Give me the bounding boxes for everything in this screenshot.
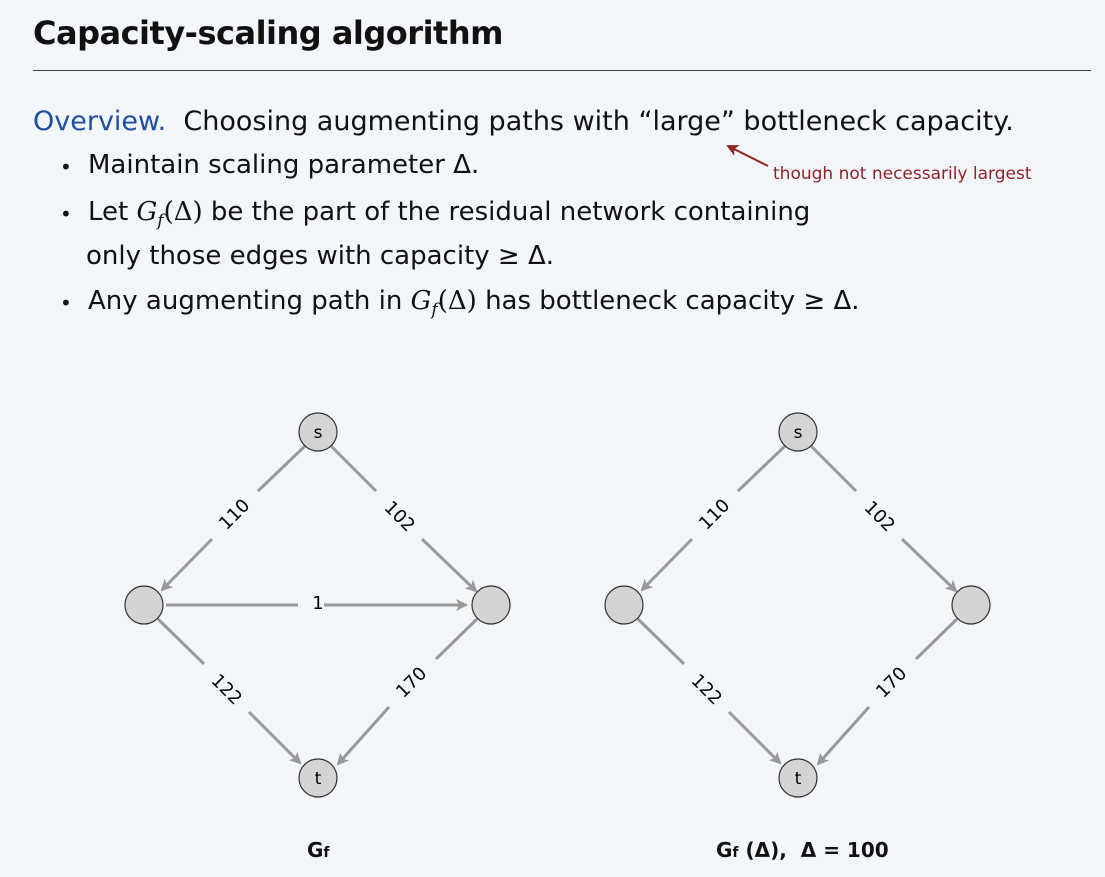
annotation-note: though not necessarily largest <box>773 164 1032 184</box>
edge-b-t-segment <box>434 617 479 661</box>
edge-s-b-segment <box>809 444 858 493</box>
overview-text: Choosing augmenting paths with “large” b… <box>183 106 1014 137</box>
annotation-arrow <box>726 145 769 167</box>
node-s-label: s <box>314 423 323 443</box>
edge-a-t-segment <box>727 710 782 765</box>
edge-s-a-segment <box>256 444 307 493</box>
caption-sub: f <box>323 845 330 861</box>
math-symbol: Gf(Δ) <box>136 197 203 231</box>
caption-rest: (Δ), Δ = 100 <box>738 838 889 862</box>
math-arg: (Δ) <box>437 286 477 316</box>
node-s-label: s <box>794 423 803 443</box>
edge-s-b-segment <box>900 537 958 593</box>
edge-b-t-segment <box>336 705 391 766</box>
node-t-label: t <box>315 769 322 789</box>
math-arg: (Δ) <box>163 197 203 227</box>
edge-label-s-a: 110 <box>215 495 254 534</box>
bullet-text-continuation: only those edges with capacity ≥ Δ. <box>86 241 555 271</box>
edge-label-b-t: 170 <box>392 663 431 702</box>
overview-label: Overview. <box>33 106 167 137</box>
graph-right: 110 102 122 170 s t <box>604 412 991 798</box>
title-divider <box>33 70 1091 71</box>
slide-title: Capacity-scaling algorithm <box>33 14 503 52</box>
bullet-text: Let Gf(Δ) be the part of the residual ne… <box>88 197 810 231</box>
edge-label-s-b: 102 <box>860 497 899 536</box>
node-s <box>778 412 818 452</box>
edge-s-b-segment <box>329 444 378 493</box>
edge-a-t-segment <box>247 710 302 765</box>
edge-label-s-b: 102 <box>380 497 419 536</box>
caption-right: Gf (Δ), Δ = 100 <box>716 838 889 862</box>
bullet-text: Maintain scaling parameter Δ. <box>88 150 480 180</box>
edge-label-a-t: 122 <box>687 670 726 709</box>
edge-label-s-a: 110 <box>695 495 734 534</box>
overview-line: Overview. Choosing augmenting paths with… <box>33 106 1014 137</box>
node-t <box>298 758 338 798</box>
math-symbol: Gf(Δ) <box>410 286 477 320</box>
edge-label-a-b: 1 <box>312 593 323 614</box>
bullet-dot: • <box>60 291 72 315</box>
node-a <box>604 585 644 625</box>
graph-left: 110 102 1 122 170 s t <box>124 412 511 798</box>
edge-s-a-segment <box>160 537 214 592</box>
bullet-text-part: be the part of the residual network cont… <box>210 197 811 227</box>
caption-main: G <box>716 838 733 862</box>
bullet-text: Any augmenting path in Gf(Δ) has bottlen… <box>88 286 860 320</box>
edge-s-a-segment <box>736 444 787 493</box>
node-a <box>124 585 164 625</box>
bullet-text-part: Any augmenting path in <box>88 286 403 316</box>
edge-s-b-segment <box>420 537 478 593</box>
bullet-dot: • <box>60 202 72 226</box>
bullet-dot: • <box>60 155 72 179</box>
edge-s-a-segment <box>640 537 694 592</box>
edge-b-t-segment <box>914 617 959 661</box>
bullet-text-part: Let <box>88 197 129 227</box>
caption-left: Gf <box>307 838 330 862</box>
math-g: G <box>136 197 158 227</box>
edge-b-t-segment <box>816 705 871 766</box>
node-t <box>778 758 818 798</box>
node-t-label: t <box>795 769 802 789</box>
node-b <box>471 585 511 625</box>
edge-a-t-segment <box>636 617 686 666</box>
edge-a-t-segment <box>156 617 206 666</box>
caption-sub: f <box>732 845 739 861</box>
edge-label-b-t: 170 <box>872 663 911 702</box>
math-sub: f <box>431 300 438 320</box>
math-sub: f <box>157 211 164 231</box>
caption-main: G <box>307 838 324 862</box>
node-b <box>951 585 991 625</box>
edge-label-a-t: 122 <box>207 670 246 709</box>
bullet-text-part: has bottleneck capacity ≥ Δ. <box>485 286 860 316</box>
node-s <box>298 412 338 452</box>
math-g: G <box>410 286 432 316</box>
